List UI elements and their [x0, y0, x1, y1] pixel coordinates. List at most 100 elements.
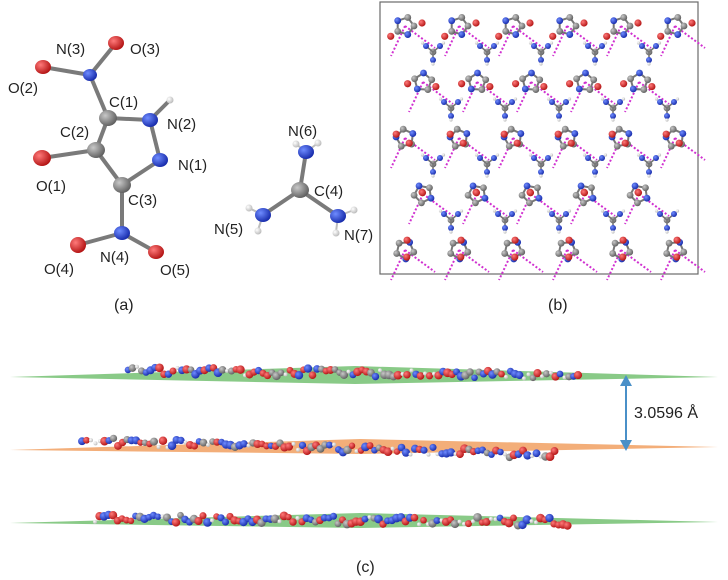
stack-atom: [403, 371, 411, 379]
hbond: [422, 193, 454, 217]
network-atom: [555, 250, 563, 257]
stack-atom: [135, 364, 139, 369]
network-atom: [465, 75, 473, 83]
network-atom: [395, 239, 403, 247]
network-atom: [647, 174, 651, 178]
network-atom: [611, 118, 615, 122]
stack-atom: [367, 515, 372, 520]
network-atom: [593, 174, 597, 178]
stack-atom: [417, 522, 421, 527]
stack-atom: [532, 449, 541, 458]
hbond: [620, 249, 652, 273]
network-atom: [438, 209, 443, 213]
network-atom: [458, 31, 466, 38]
network-atom: [428, 76, 436, 84]
network-atom: [512, 31, 520, 38]
network-atom: [657, 99, 663, 105]
network-atom: [457, 253, 465, 261]
label-o1: O(1): [36, 178, 66, 195]
network-atom: [588, 184, 595, 192]
atom-c3: [113, 177, 131, 193]
hbond: [606, 137, 622, 169]
network-atom: [556, 225, 562, 231]
network-atom: [674, 14, 682, 21]
atom-h-n7b: [332, 229, 340, 237]
network-atom: [592, 57, 598, 63]
stack-atom: [529, 374, 537, 382]
network-atom: [657, 153, 662, 157]
hbond: [638, 193, 670, 217]
stack-atom: [127, 517, 135, 525]
panel-b-hbond-network: [379, 1, 706, 281]
network-atom: [546, 97, 551, 101]
network-atom: [441, 153, 446, 157]
network-atom: [480, 184, 487, 192]
network-atom: [495, 211, 501, 217]
network-atom: [482, 76, 490, 84]
stack-atom: [550, 447, 559, 455]
label-n2: N(2): [167, 116, 196, 133]
network-atom: [680, 248, 688, 256]
network-atom: [619, 236, 627, 244]
atom-o5: [148, 245, 164, 259]
hbond: [624, 81, 640, 113]
network-atom: [572, 191, 580, 199]
network-atom: [585, 43, 591, 49]
network-atom: [449, 239, 457, 247]
network-atom: [646, 57, 652, 63]
network-atom: [423, 155, 429, 161]
network-atom: [411, 75, 419, 83]
network-atom: [474, 153, 479, 157]
stack-atom: [225, 368, 229, 373]
stack-atom: [497, 448, 504, 456]
stack-atom: [326, 441, 333, 449]
hbond: [570, 81, 586, 113]
label-o4: O(4): [44, 261, 74, 278]
network-atom: [448, 27, 456, 35]
stack-atom: [549, 370, 553, 375]
network-atom: [535, 194, 543, 202]
label-c4: C(4): [314, 183, 343, 200]
network-atom: [458, 14, 466, 21]
network-atom: [590, 76, 598, 84]
network-atom: [484, 57, 490, 63]
stack-atom: [199, 438, 208, 447]
hbond: [584, 193, 616, 217]
hbond: [624, 193, 640, 225]
network-atom: [528, 69, 535, 77]
network-atom: [549, 153, 554, 157]
network-atom: [478, 86, 486, 93]
network-atom: [610, 27, 618, 35]
network-atom: [427, 194, 435, 202]
label-o3: O(3): [130, 41, 160, 58]
network-atom: [621, 97, 626, 101]
stack-atom: [573, 371, 583, 380]
network-atom: [503, 239, 511, 247]
network-atom: [423, 43, 429, 49]
network-atom: [404, 31, 412, 38]
atom-n1: [152, 153, 168, 167]
network-atom: [393, 250, 401, 257]
stack-atom: [493, 517, 498, 522]
hbond: [530, 193, 562, 217]
network-atom: [420, 69, 427, 77]
network-atom: [610, 225, 616, 231]
network-atom: [518, 191, 526, 199]
hbond: [552, 137, 568, 169]
network-atom: [608, 130, 616, 138]
atom-n4: [114, 226, 130, 240]
stack-atom: [466, 368, 474, 376]
label-n7: N(7): [344, 227, 373, 244]
network-atom: [410, 22, 418, 30]
hbond: [444, 25, 460, 57]
stack-atom: [346, 369, 351, 374]
network-atom: [592, 169, 598, 175]
network-atom: [495, 41, 500, 45]
network-atom: [441, 99, 447, 105]
stack-atom: [177, 511, 184, 519]
network-atom: [519, 75, 527, 83]
hbond: [458, 249, 490, 273]
network-atom: [665, 230, 669, 234]
network-atom: [580, 189, 589, 197]
